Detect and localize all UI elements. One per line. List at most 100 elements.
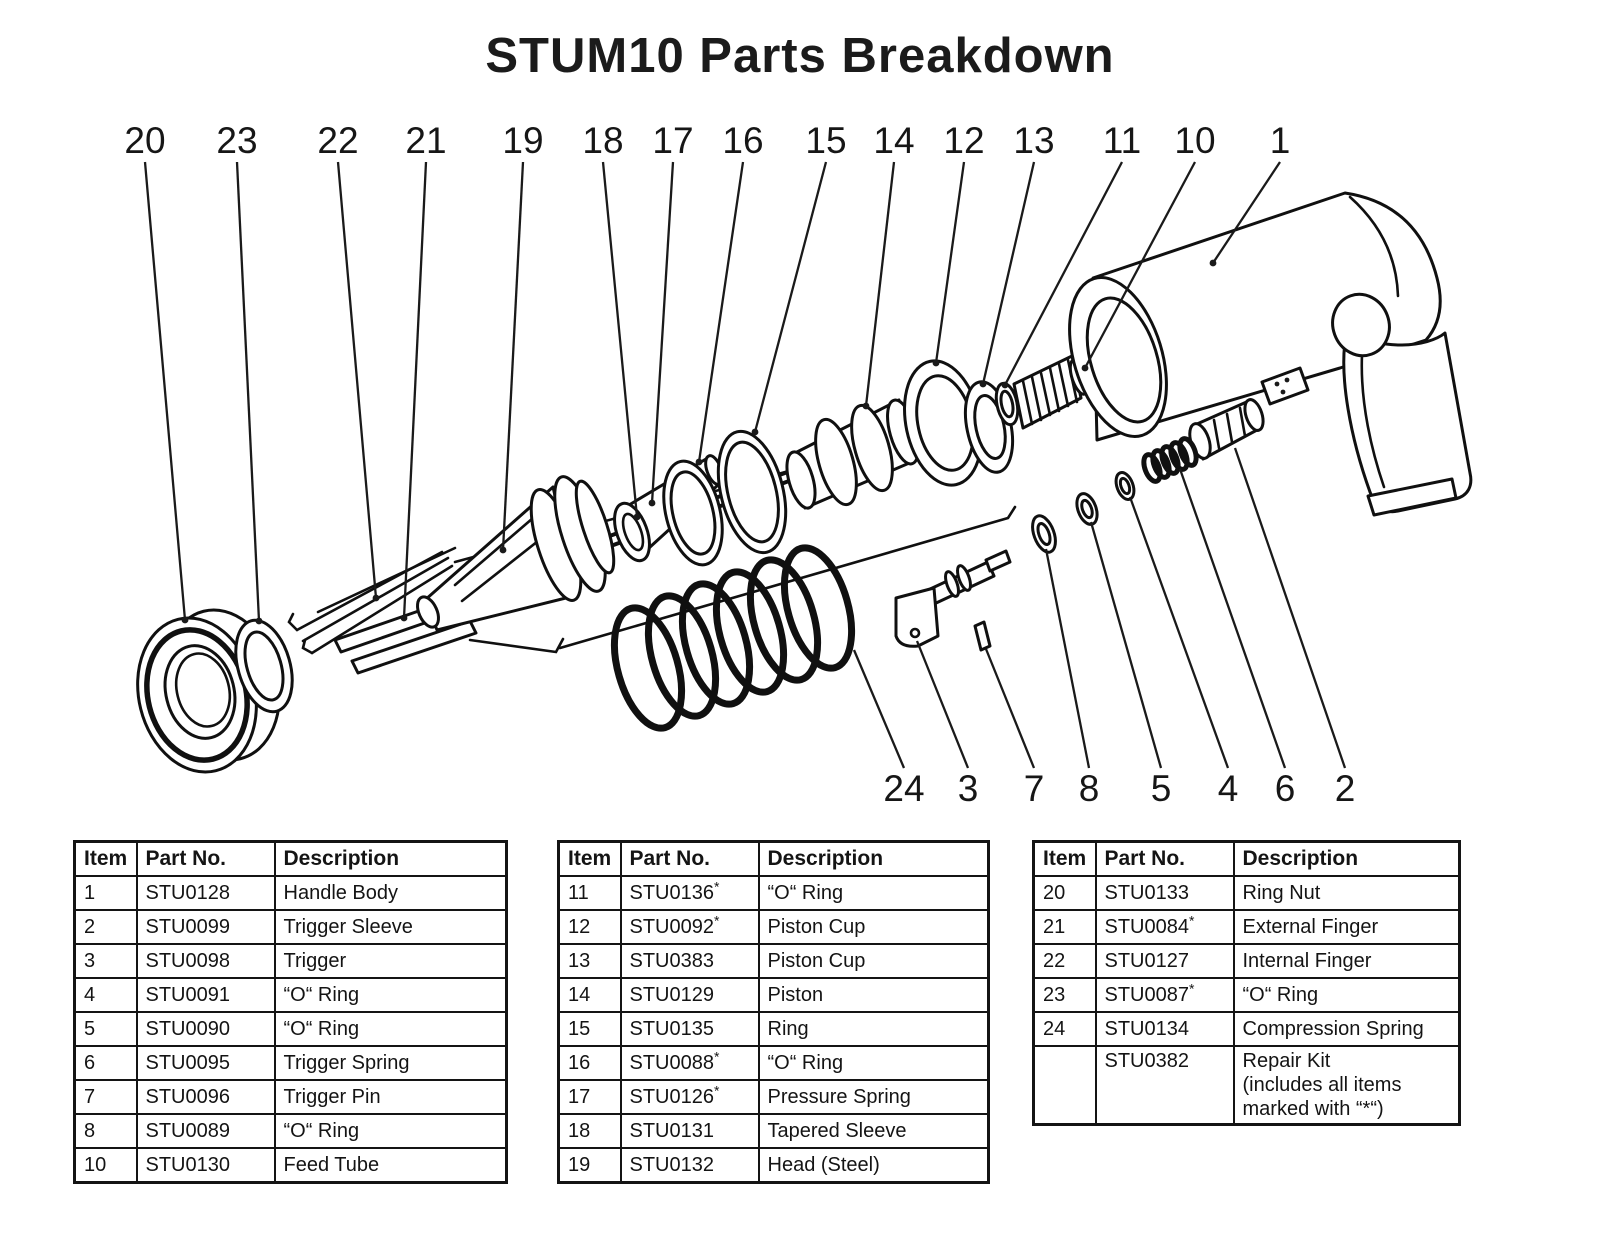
cell-part: STU0091 (135, 977, 276, 1013)
callout-13: 13 (1013, 120, 1054, 161)
leader-lines-bottom (852, 447, 1347, 769)
callout-3: 3 (958, 768, 979, 809)
cell-part: STU0098 (135, 943, 276, 979)
thread-tick (1048, 366, 1061, 413)
cell-desc: “O“ Ring (757, 1045, 990, 1081)
leader-line-5 (1089, 521, 1163, 769)
col-header-desc: Description (273, 840, 508, 877)
part-no: STU0087 (1104, 984, 1190, 1006)
part-no: STU0129 (629, 984, 715, 1006)
leader-line-1 (1212, 161, 1281, 264)
table-row: STU0382 Repair Kit (includes all items ma… (1032, 1045, 1461, 1126)
part-no: STU0126 (629, 1086, 715, 1108)
part-handle-body (1068, 191, 1473, 517)
cell-item: 17 (557, 1079, 622, 1115)
callout-7: 7 (1024, 768, 1045, 809)
callout-16: 16 (722, 120, 763, 161)
leader-dot (751, 428, 759, 436)
callout-12: 12 (943, 120, 984, 161)
thumb-hole (1331, 292, 1391, 358)
part-no: STU0127 (1104, 950, 1190, 972)
cell-item: 5 (73, 1011, 138, 1047)
cell-desc: Feed Tube (273, 1147, 508, 1184)
leader-line-10 (1083, 161, 1197, 369)
cell-item: 8 (73, 1113, 138, 1149)
leader-dot (1001, 381, 1009, 389)
spring-coil (1159, 444, 1181, 476)
cell-part: STU0092* (619, 909, 760, 945)
callout-22: 22 (317, 120, 358, 161)
cell-part: STU0089 (135, 1113, 276, 1149)
stem-tip (984, 549, 1012, 573)
callout-24: 24 (883, 768, 924, 809)
part-no: STU0096 (145, 1086, 231, 1108)
part-no: STU0383 (629, 950, 715, 972)
part-o-ring-4 (1114, 471, 1136, 501)
table-header-row: Item Part No. Description (73, 840, 508, 877)
part-no: STU0091 (145, 984, 231, 1006)
cell-desc: Ring (757, 1011, 990, 1047)
part-no: STU0132 (629, 1154, 715, 1176)
head-slot (453, 510, 542, 587)
cell-part: STU0129 (619, 977, 760, 1013)
leader-line-24 (852, 649, 906, 769)
leader-line-15 (753, 161, 828, 433)
head-tip (416, 595, 440, 629)
leader-line-8 (1044, 548, 1091, 769)
callout-4: 4 (1218, 768, 1239, 809)
leader-line-21 (402, 161, 428, 619)
cell-desc: Head (Steel) (757, 1147, 990, 1184)
feed-needle-icon (558, 505, 1017, 650)
stem-collar (956, 564, 972, 592)
leader-dot (255, 617, 263, 625)
cell-part: STU0136* (619, 875, 760, 911)
leader-line-3 (915, 640, 970, 769)
leader-line-6 (1178, 468, 1287, 769)
col-header-item: Item (1032, 840, 1097, 877)
grip-base (1366, 477, 1458, 517)
cell-desc: Repair Kit (includes all items marked wi… (1232, 1045, 1461, 1126)
sleeve-end (1243, 398, 1265, 432)
callout-17: 17 (652, 120, 693, 161)
boss-dot (1280, 389, 1286, 395)
callout-2: 2 (1335, 768, 1356, 809)
cell-desc: “O“ Ring (757, 875, 990, 911)
cell-item: 11 (557, 875, 622, 911)
sleeve-mouth-inner (621, 512, 645, 552)
stem-collar (944, 570, 960, 598)
o-ring-inner (1036, 522, 1052, 546)
finger-hook (287, 612, 299, 632)
table-header-row: Item Part No. Description (557, 840, 990, 877)
part-o-ring-5 (1075, 492, 1099, 526)
callout-14: 14 (873, 120, 914, 161)
leader-line-23 (235, 161, 261, 622)
part-compression-spring (610, 544, 856, 732)
cell-desc: Tapered Sleeve (757, 1113, 990, 1149)
leader-dot (633, 513, 641, 521)
cell-part: STU0382 (1094, 1045, 1235, 1126)
part-no: STU0382 (1104, 1050, 1190, 1072)
callout-6: 6 (1275, 768, 1296, 809)
sleeve-tick (1212, 418, 1221, 450)
piston-flange (850, 403, 894, 493)
repair-kit-star: * (1189, 912, 1195, 929)
leader-line-2 (1233, 447, 1347, 769)
col-header-item: Item (73, 840, 138, 877)
sleeve-tick (1225, 412, 1234, 444)
repair-kit-star: * (714, 1082, 720, 1099)
finger-hook (301, 638, 314, 655)
leader-line-13 (981, 161, 1036, 385)
cell-item: 21 (1032, 909, 1097, 945)
spring-coil (746, 556, 822, 684)
spring-coil (1150, 448, 1172, 480)
cell-desc: “O“ Ring (273, 1113, 508, 1149)
piston-flange (814, 417, 858, 507)
